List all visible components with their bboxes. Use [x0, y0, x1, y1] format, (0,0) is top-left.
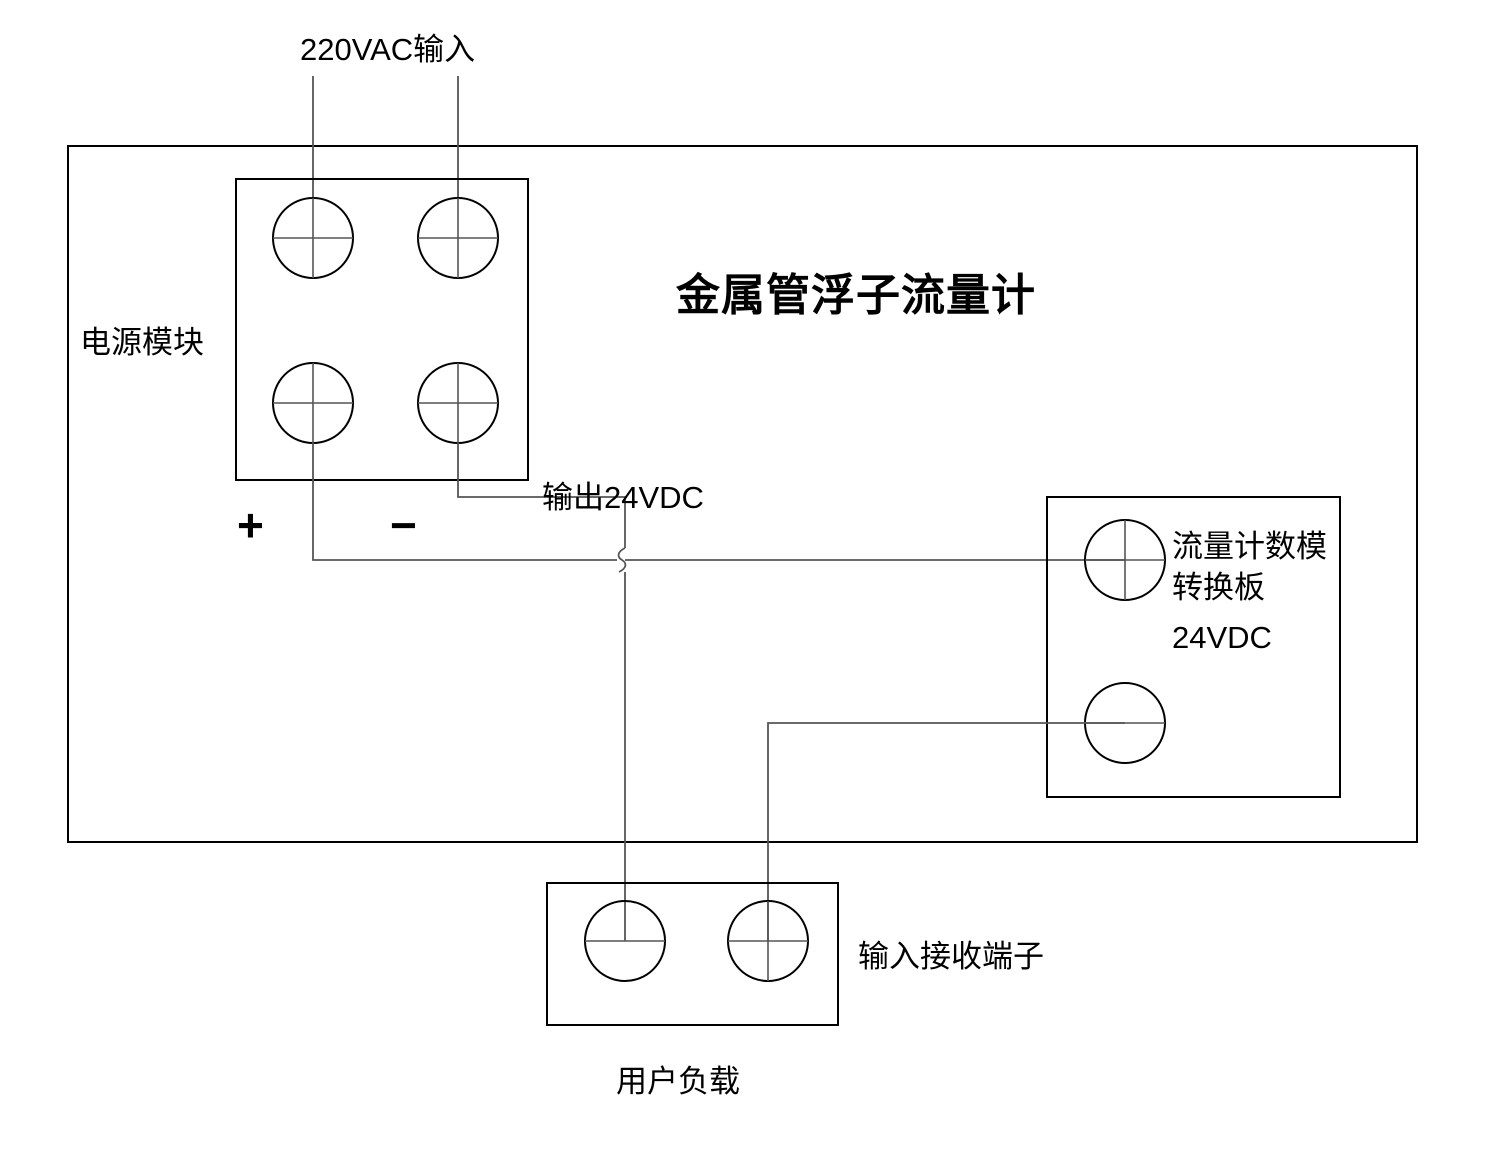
converter-label-line1: 流量计数模 [1172, 529, 1327, 564]
ac-input-label: 220VAC输入 [300, 32, 475, 67]
signal-output-wire [767, 722, 1125, 941]
dc-output-label: 输出24VDC [542, 480, 704, 515]
positive-output-wire [312, 443, 617, 561]
converter-label-line2: 转换板 [1172, 570, 1265, 605]
negative-output-wire [457, 443, 626, 548]
user-load-label: 用户负载 [616, 1064, 740, 1099]
converter-voltage-label: 24VDC [1172, 620, 1272, 655]
converter-board-box [1046, 496, 1341, 798]
input-terminal-label: 输入接收端子 [858, 939, 1044, 974]
input-terminal-box [546, 882, 839, 1026]
negative-sign-label: − [390, 499, 417, 551]
instrument-enclosure [67, 145, 1418, 843]
diagram-title: 金属管浮子流量计 [675, 271, 1036, 320]
wire-crossover-hop [617, 547, 627, 573]
power-module-box [235, 178, 529, 481]
positive-sign-label: + [237, 499, 264, 551]
power-module-label: 电源模块 [80, 325, 204, 360]
